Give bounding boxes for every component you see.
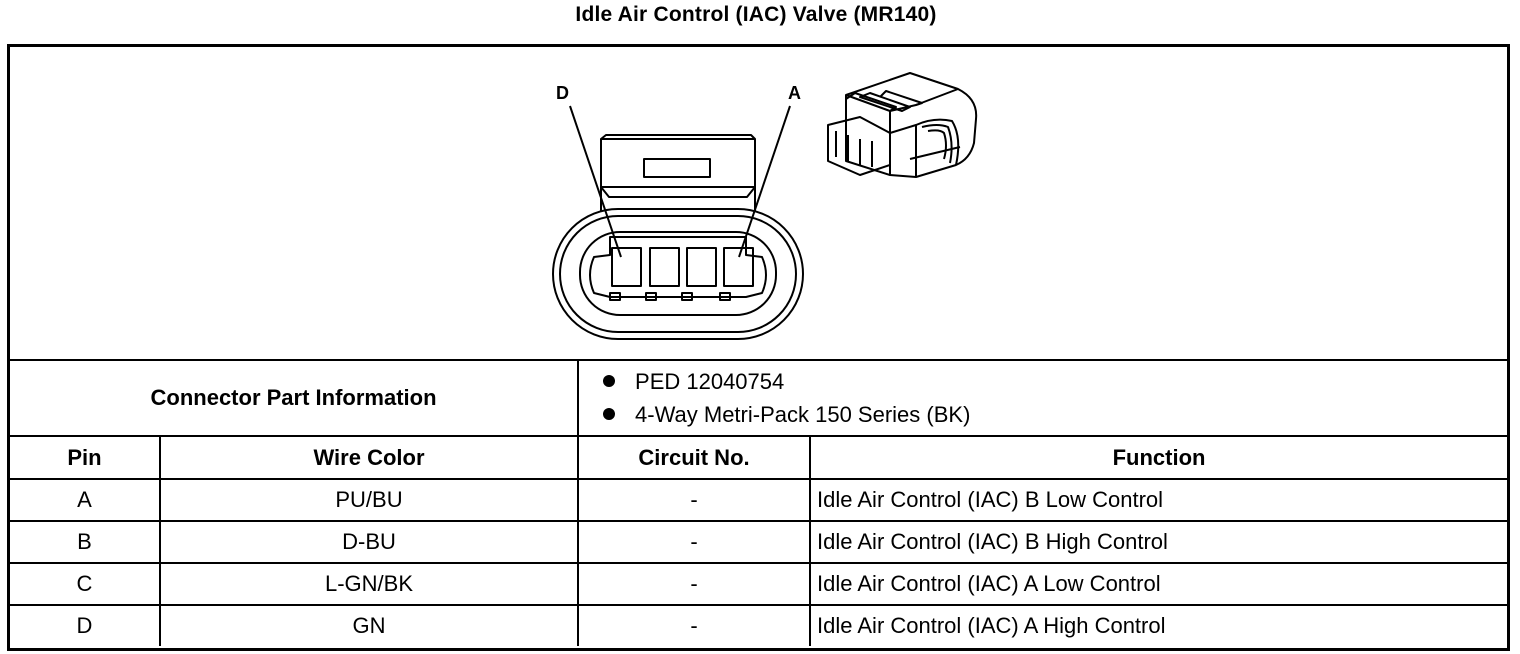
pinout-table: Connector Part Information PED 12040754 …: [10, 359, 1508, 646]
header-wire-color: Wire Color: [158, 435, 580, 480]
cell-wire-color: PU/BU: [158, 478, 580, 522]
part-info-item: 4-Way Metri-Pack 150 Series (BK): [601, 398, 1507, 431]
cell-pin: B: [10, 520, 161, 564]
connector-frame: D A Connector Part Information PED 12040…: [7, 44, 1510, 651]
table-row: B D-BU - Idle Air Control (IAC) B High C…: [10, 520, 1508, 564]
table-row: C L-GN/BK - Idle Air Control (IAC) A Low…: [10, 562, 1508, 606]
header-circuit-no: Circuit No.: [577, 435, 812, 480]
cell-circuit: -: [577, 478, 812, 522]
table-row: A PU/BU - Idle Air Control (IAC) B Low C…: [10, 478, 1508, 522]
connector-3d-icon: [827, 72, 978, 178]
cell-pin: A: [10, 478, 161, 522]
page-title: Idle Air Control (IAC) Valve (MR140): [575, 3, 937, 26]
cell-wire-color: L-GN/BK: [158, 562, 580, 606]
table-row: D GN - Idle Air Control (IAC) A High Con…: [10, 604, 1508, 646]
cell-pin: D: [10, 604, 161, 646]
connector-face-icon: [552, 72, 978, 340]
pin-label-a: A: [788, 83, 801, 103]
header-pin: Pin: [10, 435, 161, 480]
table-header-row: Pin Wire Color Circuit No. Function: [10, 435, 1508, 480]
pin-label-d: D: [556, 83, 569, 103]
part-info-row: Connector Part Information PED 12040754 …: [10, 359, 1508, 437]
cell-function: Idle Air Control (IAC) B High Control: [809, 520, 1508, 564]
cell-wire-color: D-BU: [158, 520, 580, 564]
cell-wire-color: GN: [158, 604, 580, 646]
header-function: Function: [809, 435, 1508, 480]
cell-function: Idle Air Control (IAC) A Low Control: [809, 562, 1508, 606]
cell-circuit: -: [577, 562, 812, 606]
cell-function: Idle Air Control (IAC) B Low Control: [809, 478, 1508, 522]
part-info-list: PED 12040754 4-Way Metri-Pack 150 Series…: [577, 359, 1508, 437]
part-info-item: PED 12040754: [601, 365, 1507, 398]
cell-pin: C: [10, 562, 161, 606]
cell-circuit: -: [577, 520, 812, 564]
connector-diagram: D A: [10, 47, 1507, 359]
part-info-label: Connector Part Information: [10, 359, 580, 437]
cell-circuit: -: [577, 604, 812, 646]
cell-function: Idle Air Control (IAC) A High Control: [809, 604, 1508, 646]
